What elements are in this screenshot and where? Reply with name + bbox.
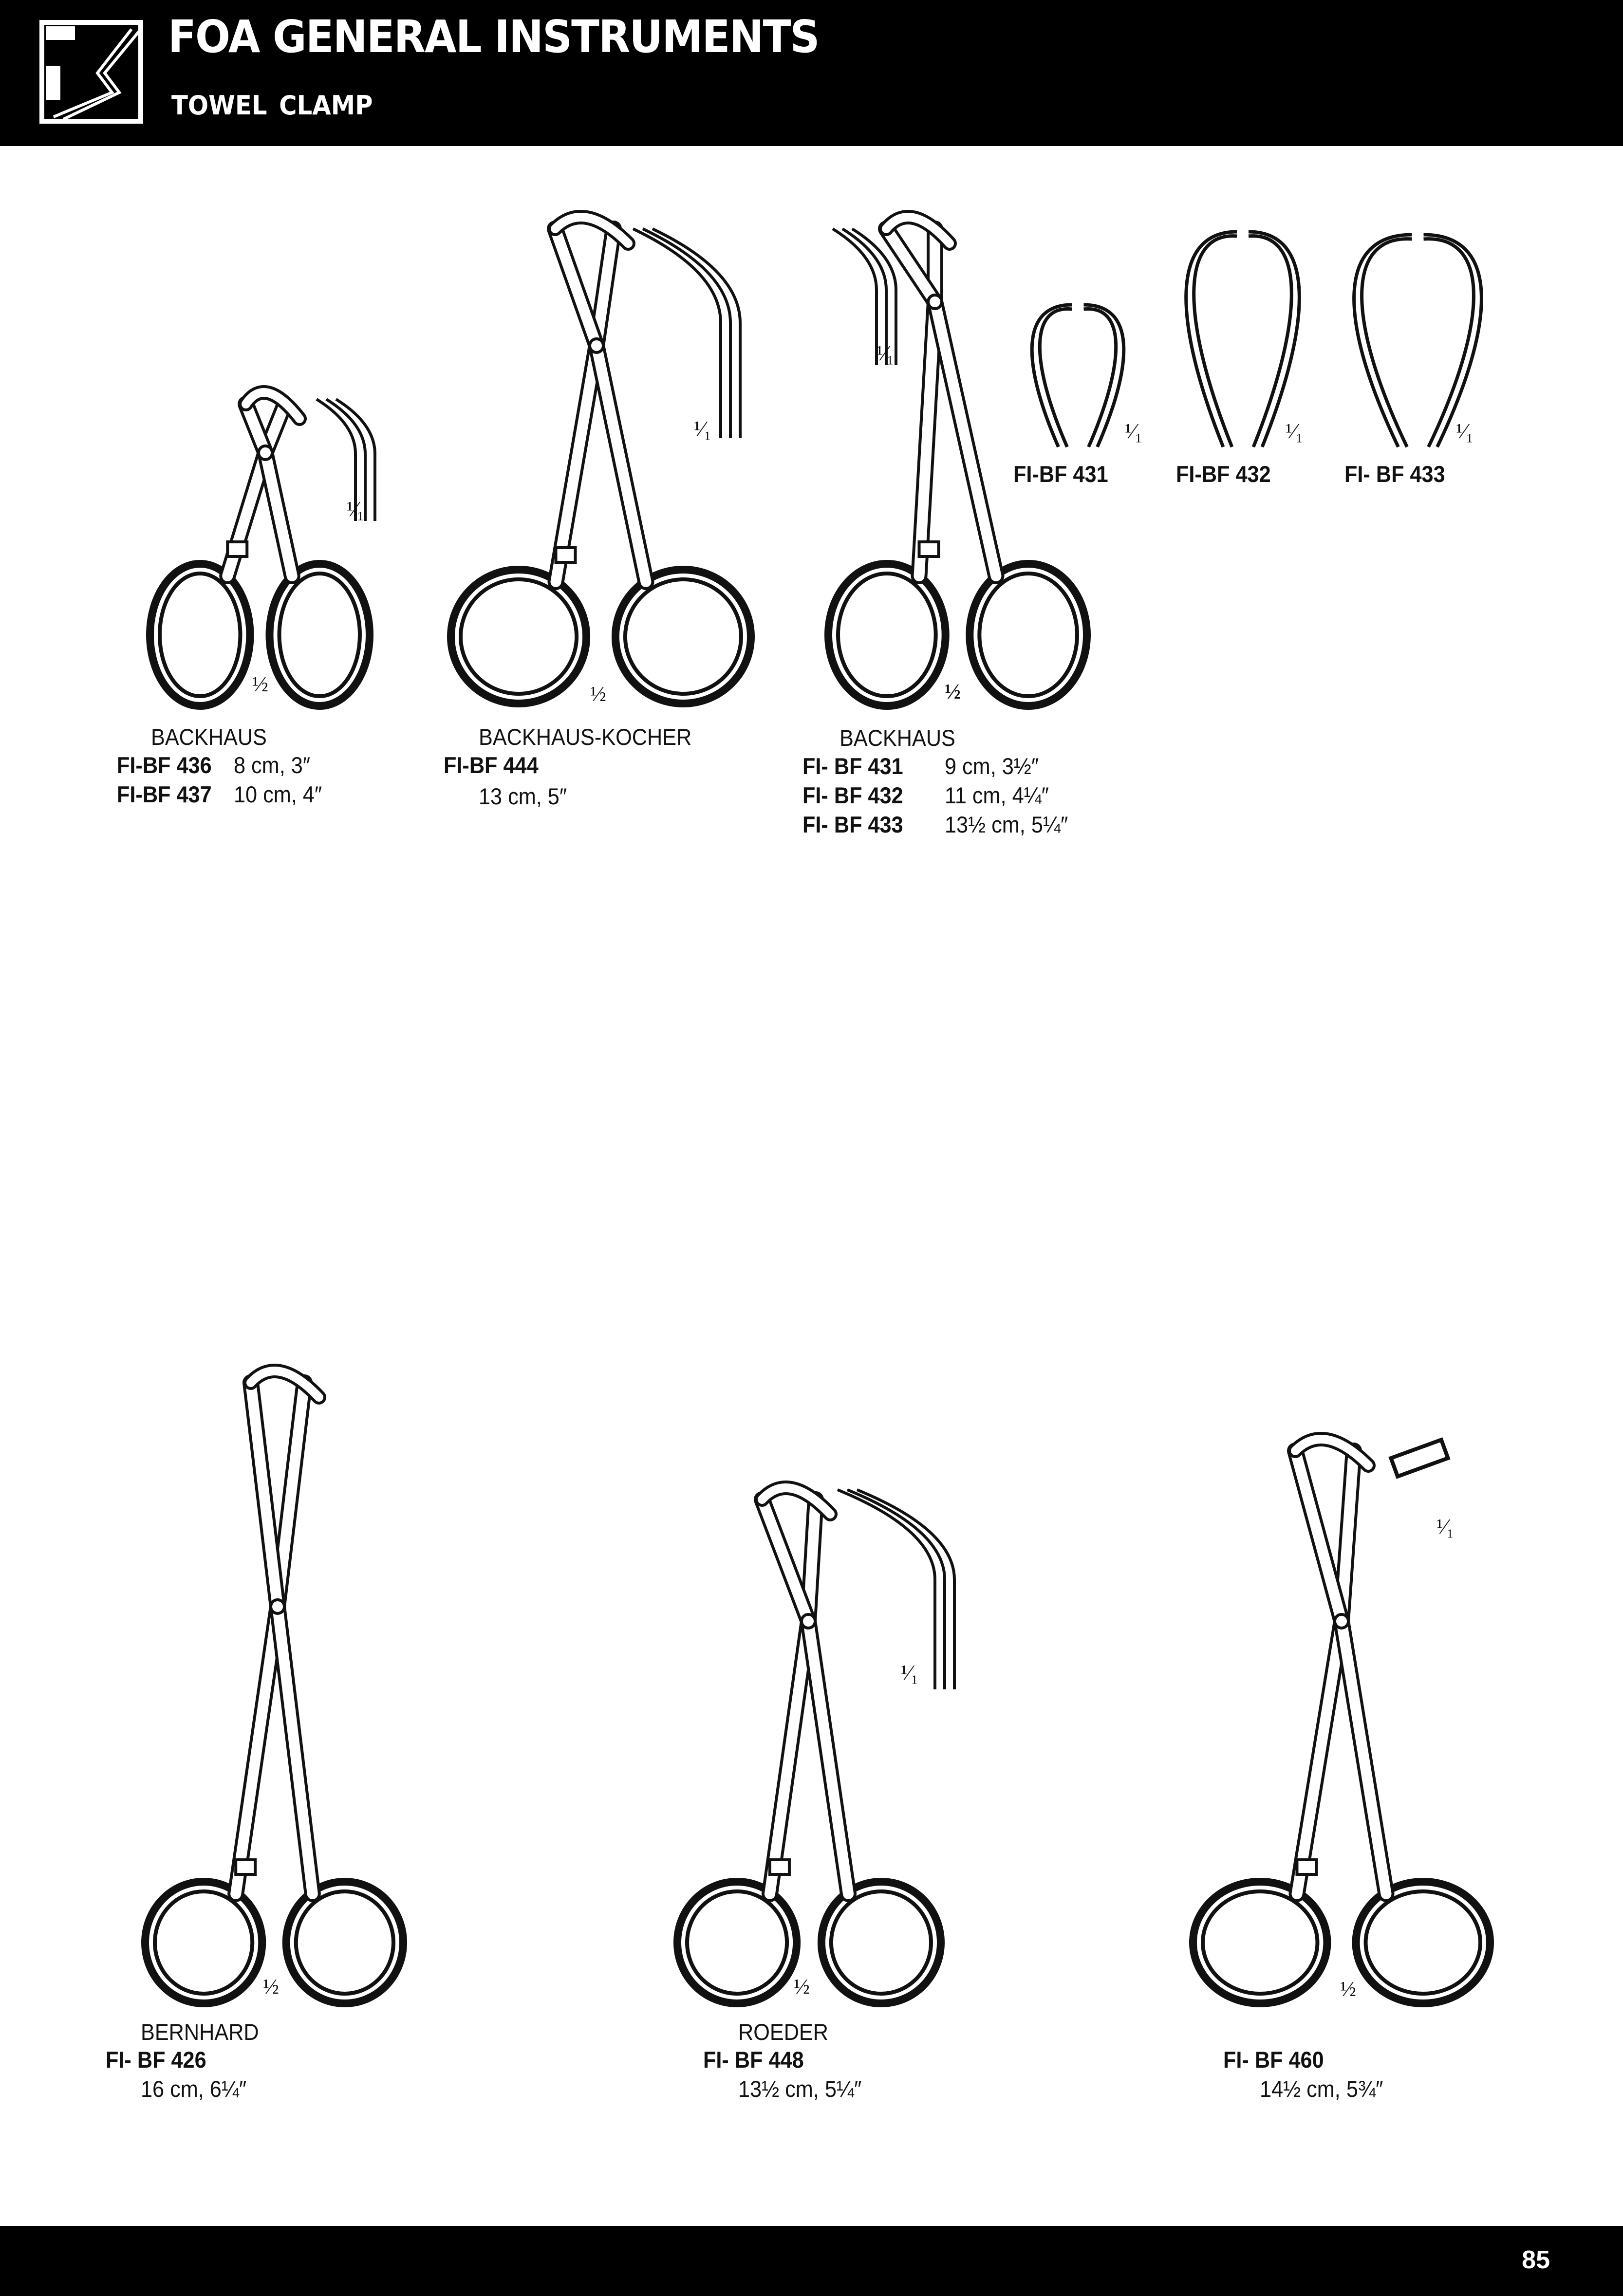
product-name: BACKHAUS-KOCHER [479,724,692,750]
scale-label: ½ [945,680,961,704]
clamp-roeder-448 [673,1481,945,2007]
product-code: FI- BF 426 [106,2047,206,2073]
product-size: 11 cm, 4¼″ [945,782,1049,808]
brand-title: FOA GENERAL INSTRUMENTS [168,11,820,63]
product-name: ROEDER [738,2019,829,2045]
tip-detail-icon [832,227,897,365]
product-size: 13½ cm, 5¼″ [945,812,1068,837]
tip-variant-label: FI- BF 433 [1344,461,1445,487]
tip-detail-icon [632,227,742,438]
brand-logo-icon [39,20,143,124]
product-size: 13 cm, 5″ [479,783,567,809]
scale-label: ¹⁄₁ [694,417,711,441]
clamp-bernhard-426 [141,1364,408,2007]
clamp-backhaus-kocher-444 [447,210,755,707]
tip-detail-icon [316,398,376,521]
product-code: FI- BF 448 [703,2047,804,2073]
section-title: TOWEL CLAMP [171,90,373,121]
tip-variant-label: FI-BF 431 [1013,461,1108,487]
page-number: 85 [1522,2246,1550,2274]
product-code: FI-BF 444 [444,752,539,778]
scale-label: ¹⁄₁ [901,1661,918,1685]
scale-label: ¹⁄₁ [1125,419,1142,443]
tip-detail-icon [837,1488,956,1689]
tip-variant-432 [1184,230,1301,448]
scale-label: ½ [263,1975,279,1999]
product-size: 10 cm, 4″ [234,781,322,807]
scale-label: ½ [1340,1977,1356,2001]
scale-label: ¹⁄₁ [877,341,894,365]
product-name: BACKHAUS [151,724,267,750]
tip-variant-label: FI-BF 432 [1176,461,1271,487]
scale-label: ½ [590,682,606,706]
scale-label: ½ [252,672,268,696]
tip-variant-431 [1030,303,1126,448]
product-code: FI-BF 436 [117,752,212,778]
header: FOA GENERAL INSTRUMENTS TOWEL CLAMP [0,0,1623,146]
scale-label: ¹⁄₁ [1436,1515,1454,1538]
scale-label: ¹⁄₁ [1456,419,1474,443]
clamp-backhaus-436 [146,385,374,710]
product-code: FI- BF 460 [1223,2047,1324,2073]
clamp-backhaus-431 [824,210,1091,710]
ratchet-detail-icon [1388,1437,1451,1479]
product-code: FI- BF 433 [802,812,903,837]
product-name: BACKHAUS [839,725,955,751]
scale-label: ¹⁄₁ [1286,419,1303,443]
scale-label: ¹⁄₁ [347,497,364,521]
product-size: 16 cm, 6¼″ [141,2076,247,2102]
product-name: BERNHARD [141,2019,259,2045]
product-size: 9 cm, 3½″ [945,753,1039,779]
footer: 85 [0,2226,1623,2296]
product-code: FI- BF 431 [802,753,903,779]
product-size: 8 cm, 3″ [234,752,311,778]
product-code: FI- BF 432 [802,782,903,808]
product-size: 13½ cm, 5¼″ [738,2076,862,2102]
scale-label: ½ [794,1975,810,1999]
tip-variant-433 [1352,233,1483,448]
product-size: 14½ cm, 5¾″ [1260,2076,1383,2102]
clamp-460 [1189,1432,1494,2007]
product-code: FI-BF 437 [117,781,212,807]
